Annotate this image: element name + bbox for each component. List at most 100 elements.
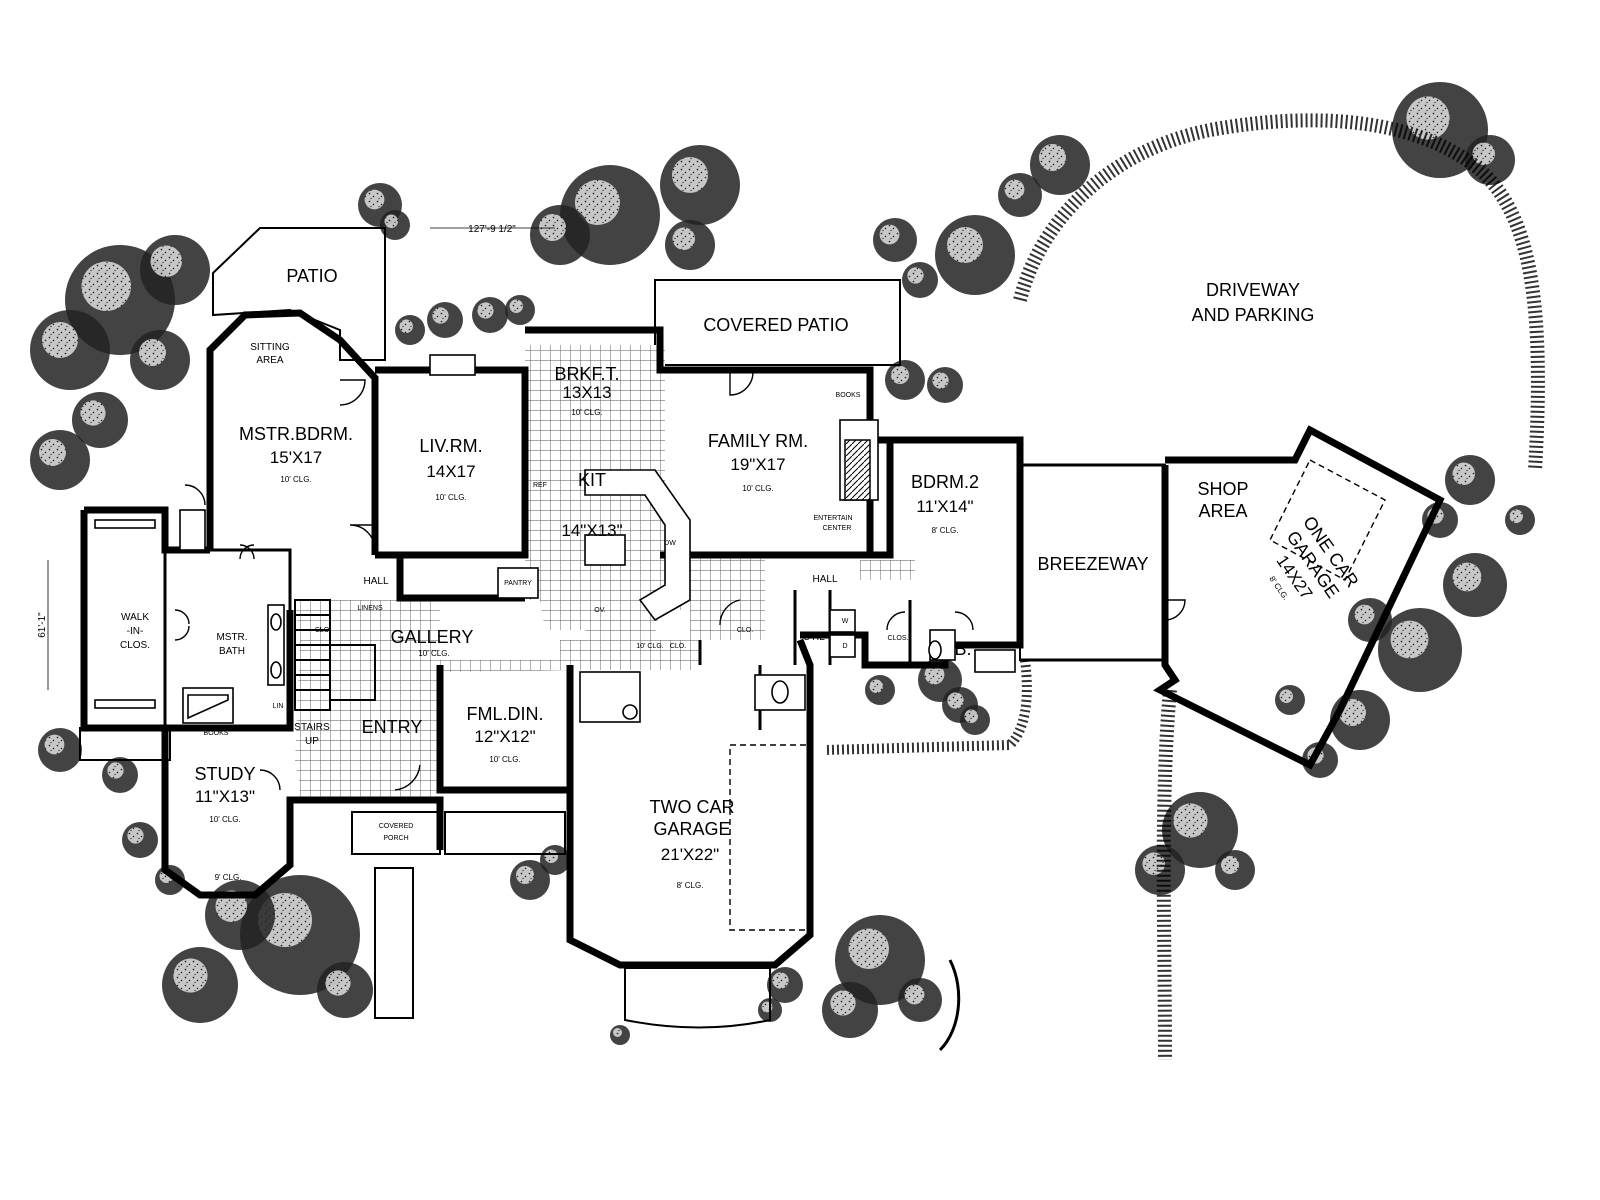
covered-porch-label-1: COVERED <box>379 823 414 830</box>
refrigerator-label: REF <box>533 482 547 489</box>
family-dining-label: FML.DIN. <box>466 704 543 724</box>
linens-label: LINENS <box>357 605 383 612</box>
patio-label: PATIO <box>286 266 337 286</box>
utility-label: UTIL <box>803 632 825 643</box>
tree-highlight <box>139 339 166 366</box>
tree-highlight <box>1004 179 1025 200</box>
tree-highlight <box>81 261 131 311</box>
tree-highlight <box>127 827 144 844</box>
dryer-label: D <box>842 643 847 650</box>
family-room-size: 19"X17 <box>730 455 785 474</box>
overall-width-label: 127'-9 1/2" <box>468 224 516 235</box>
master-bedroom-ceiling: 10' CLG. <box>280 475 311 484</box>
linen-label: LIN <box>273 703 284 710</box>
tree-highlight <box>516 866 534 884</box>
tree-highlight <box>42 322 78 358</box>
oven-label: OV. <box>594 607 605 614</box>
master-bath-label-2: BATH <box>219 646 245 657</box>
living-room-label: LIV.RM. <box>419 436 482 456</box>
driveway-label-2: AND PARKING <box>1192 305 1315 325</box>
tree-highlight <box>150 245 182 277</box>
sitting-area-label-1: SITTING <box>250 342 290 353</box>
tree-highlight <box>1472 142 1495 165</box>
entertain-center-label-1: ENTERTAIN <box>813 515 852 522</box>
shop-area-label-1: SHOP <box>1197 479 1248 499</box>
breezeway-label: BREEZEWAY <box>1037 554 1148 574</box>
tree-highlight <box>932 372 949 389</box>
bedroom-2-label: BDRM.2 <box>911 472 979 492</box>
closet-label-2: CLO. <box>737 627 753 634</box>
landscape-trees <box>30 82 1535 1045</box>
hall-ceiling-label: 10' CLG. <box>636 643 663 650</box>
pantry-label: PANTRY <box>504 580 532 587</box>
tree-highlight <box>173 958 208 993</box>
tree-highlight <box>1509 509 1523 523</box>
gallery-ceiling: 10' CLG. <box>418 649 449 658</box>
stairs-up-label-1: STAIRS <box>294 722 330 733</box>
tree-highlight <box>384 214 398 228</box>
bath-b-label: B. <box>954 639 971 659</box>
tree-highlight <box>964 709 978 723</box>
tree-highlight <box>672 227 695 250</box>
tree-highlight <box>672 157 708 193</box>
tree-highlight <box>1390 620 1429 659</box>
covered-porch-label-2: PORCH <box>383 835 408 842</box>
driveway-label-1: DRIVEWAY <box>1206 280 1300 300</box>
tree-highlight <box>1173 803 1208 838</box>
doors <box>174 371 1186 791</box>
dishwasher-label: DW <box>664 540 676 547</box>
living-room-ceiling: 10' CLG. <box>435 493 466 502</box>
entry-label: ENTRY <box>362 717 423 737</box>
tree-highlight <box>539 214 566 241</box>
books-label: BOOKS <box>204 730 229 737</box>
bedroom-2-size: 11'X14" <box>916 497 973 516</box>
family-room-label: FAMILY RM. <box>708 431 808 451</box>
tree-highlight <box>907 267 924 284</box>
hall-label-2: HALL <box>812 574 837 585</box>
gallery-label: GALLERY <box>391 627 474 647</box>
study-bay-ceiling: 9' CLG. <box>215 873 242 882</box>
master-bedroom-size: 15'X17 <box>270 448 322 467</box>
tree-highlight <box>107 762 124 779</box>
closet-label-3: CLO. <box>670 643 686 650</box>
tree-highlight <box>1354 604 1375 625</box>
closet-label-1: CLO. <box>315 627 331 634</box>
tree-highlight <box>1142 852 1165 875</box>
study-label: STUDY <box>194 764 255 784</box>
tree-highlight <box>399 319 413 333</box>
tree-highlight <box>924 664 945 685</box>
tree-highlight <box>891 366 909 384</box>
tree-highlight <box>830 990 856 1016</box>
tree-highlight <box>1279 689 1293 703</box>
tree-highlight <box>1221 856 1239 874</box>
family-dining-ceiling: 10' CLG. <box>489 755 520 764</box>
living-room-size: 14X17 <box>426 462 475 481</box>
tree-highlight <box>879 224 900 245</box>
tree-highlight <box>325 970 351 996</box>
driveway-hedge <box>824 113 1545 1061</box>
bedroom-2-ceiling: 8' CLG. <box>932 526 959 535</box>
two-car-garage-label-1: TWO CAR <box>650 797 735 817</box>
washer-label: W <box>842 618 849 625</box>
overall-depth-label: 61'-1" <box>37 612 48 638</box>
two-car-garage-ceiling: 8' CLG. <box>677 881 704 890</box>
tree-highlight <box>575 180 620 225</box>
tree-highlight <box>772 972 789 989</box>
tree-highlight <box>1039 144 1066 171</box>
tiled-floors <box>295 345 915 800</box>
tree-highlight <box>1452 462 1475 485</box>
two-car-garage-size: 21'X22" <box>661 845 719 864</box>
master-bedroom-label: MSTR.BDRM. <box>239 424 353 444</box>
sitting-area-label-2: AREA <box>256 355 284 366</box>
walk-in-closet-label-2: -IN- <box>127 626 144 637</box>
tree-highlight <box>364 189 385 210</box>
overall-dimensions: 127'-9 1/2" 61'-1" <box>37 224 555 690</box>
covered-patio-label: COVERED PATIO <box>703 315 848 335</box>
shop-area-label-2: AREA <box>1198 501 1247 521</box>
two-car-garage-label-2: GARAGE <box>653 819 730 839</box>
tree-highlight <box>509 299 523 313</box>
tree-highlight <box>848 928 889 969</box>
study-size: 11"X13" <box>195 787 255 806</box>
tree-highlight <box>947 227 983 263</box>
